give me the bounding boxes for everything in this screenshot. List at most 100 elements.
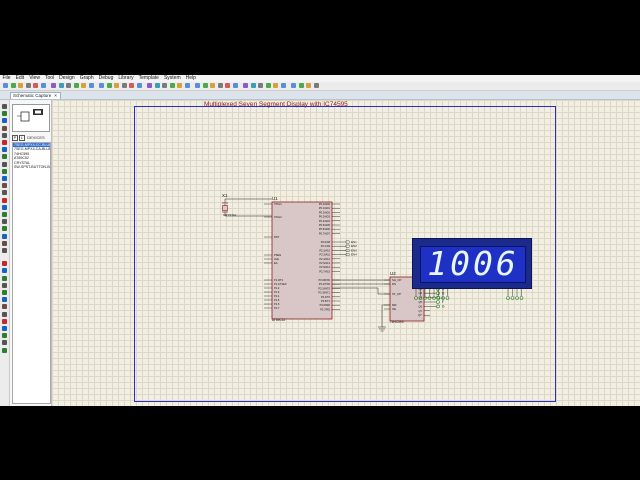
toolbar-button[interactable] xyxy=(280,83,286,88)
toolbar-button[interactable] xyxy=(291,83,296,88)
tool-button[interactable] xyxy=(2,248,7,253)
toolbar-button[interactable] xyxy=(225,83,230,88)
tool-button[interactable] xyxy=(2,132,7,138)
tab-close-icon[interactable]: × xyxy=(54,93,57,98)
tool-button[interactable] xyxy=(2,240,7,246)
device-list-item[interactable]: SW-SPST-BUTTON-BLUE xyxy=(14,165,50,170)
toolbar-button[interactable] xyxy=(273,83,278,88)
toolbar-button[interactable] xyxy=(10,83,16,88)
toolbar-button[interactable] xyxy=(106,83,112,88)
toolbar-button[interactable] xyxy=(99,83,104,88)
device-list-item[interactable]: 7SEG-MPX4-CA-BLUE xyxy=(14,147,50,152)
menu-item-debug[interactable]: Debug xyxy=(98,75,114,81)
toolbar-button[interactable] xyxy=(210,83,215,88)
seven-segment-display[interactable]: 1006 xyxy=(412,238,532,289)
toolbar-button[interactable] xyxy=(114,83,119,88)
schematic-canvas[interactable] xyxy=(52,100,640,406)
menu-item-graph[interactable]: Graph xyxy=(79,75,94,81)
tool-button[interactable] xyxy=(2,168,7,174)
toolbar-button[interactable] xyxy=(177,83,182,88)
tool-button[interactable] xyxy=(2,333,7,339)
toolbar-button[interactable] xyxy=(121,83,127,88)
pick-device-button[interactable]: P xyxy=(12,135,18,141)
tool-button[interactable] xyxy=(2,147,7,153)
mcu-u1[interactable]: U1 AT89C52 XTAL1XTAL2RSTPSENALEEAP1.0/T2… xyxy=(264,196,340,322)
menu-item-template[interactable]: Template xyxy=(138,75,159,81)
tool-button[interactable] xyxy=(2,340,7,346)
library-button[interactable]: L xyxy=(19,135,25,141)
tool-button[interactable] xyxy=(2,326,7,331)
toolbar-button[interactable] xyxy=(313,83,319,88)
device-list-item[interactable]: AT89C52 xyxy=(14,156,29,161)
toolbar-button[interactable] xyxy=(265,83,271,88)
toolbar-button[interactable] xyxy=(184,83,190,88)
menu-item-tool[interactable]: Tool xyxy=(44,75,55,81)
crystal-x1[interactable]: X1 CRYSTAL xyxy=(222,193,237,217)
menu-item-design[interactable]: Design xyxy=(59,75,75,81)
toolbar-button[interactable] xyxy=(250,83,256,88)
tool-button[interactable] xyxy=(2,111,7,117)
toolbar-button[interactable] xyxy=(73,83,79,88)
tool-button[interactable] xyxy=(2,197,7,203)
device-list-item[interactable]: 74HC595 xyxy=(14,151,30,156)
toolbar-button[interactable] xyxy=(202,83,208,88)
toolbar-button[interactable] xyxy=(3,83,8,88)
toolbar-button[interactable] xyxy=(136,83,142,88)
toolbar-button[interactable] xyxy=(298,83,304,88)
menu-item-library[interactable]: Library xyxy=(118,75,134,81)
tool-button[interactable] xyxy=(2,219,7,225)
tool-button[interactable] xyxy=(2,318,7,324)
tool-button[interactable] xyxy=(2,190,7,196)
device-list-item[interactable]: 7SEG-MPX4-CC-BLUE xyxy=(13,143,50,148)
tool-button[interactable] xyxy=(2,290,7,295)
tool-button[interactable] xyxy=(2,268,7,274)
toolbar-button[interactable] xyxy=(25,83,31,88)
tool-button[interactable] xyxy=(2,226,7,232)
tool-button[interactable] xyxy=(2,204,7,210)
menu-item-view[interactable]: View xyxy=(29,75,40,81)
tool-button[interactable] xyxy=(2,176,7,181)
toolbar-button[interactable] xyxy=(258,83,263,88)
device-list-item[interactable]: CRYSTAL xyxy=(14,160,31,165)
tool-button[interactable] xyxy=(2,154,7,160)
toolbar-button[interactable] xyxy=(195,83,200,88)
toolbar-button[interactable] xyxy=(162,83,167,88)
toolbar-button[interactable] xyxy=(232,83,238,88)
toolbar-button[interactable] xyxy=(40,83,46,88)
tool-button[interactable] xyxy=(2,275,7,281)
tool-button[interactable] xyxy=(2,304,7,310)
tool-button[interactable] xyxy=(2,261,7,267)
tool-button[interactable] xyxy=(2,233,7,239)
tool-button[interactable] xyxy=(2,125,7,131)
toolbar-button[interactable] xyxy=(51,83,56,88)
toolbar-button[interactable] xyxy=(147,83,152,88)
tool-button[interactable] xyxy=(2,311,7,317)
toolbar-button[interactable] xyxy=(81,83,86,88)
toolbar-button[interactable] xyxy=(129,83,134,88)
toolbar-button[interactable] xyxy=(33,83,38,88)
tool-button[interactable] xyxy=(2,212,7,217)
tool-button[interactable] xyxy=(2,118,7,124)
tool-button[interactable] xyxy=(2,183,7,189)
menu-item-edit[interactable]: Edit xyxy=(15,75,25,81)
toolbar-button[interactable] xyxy=(217,83,223,88)
tool-button[interactable] xyxy=(2,161,7,167)
toolbar-button[interactable] xyxy=(243,83,248,88)
tool-button[interactable] xyxy=(2,297,7,303)
tool-button[interactable] xyxy=(2,347,7,353)
toolbar-button[interactable] xyxy=(18,83,23,88)
tool-button[interactable] xyxy=(2,140,7,145)
tool-button[interactable] xyxy=(2,104,7,109)
tool-button[interactable] xyxy=(2,282,7,288)
toolbar-button[interactable] xyxy=(66,83,71,88)
menu-item-file[interactable]: File xyxy=(2,75,11,81)
menu-item-help[interactable]: Help xyxy=(185,75,196,81)
toolbar-button[interactable] xyxy=(88,83,94,88)
toolbar-button[interactable] xyxy=(154,83,160,88)
toolbar-button[interactable] xyxy=(58,83,64,88)
tab-schematic-capture[interactable]: Schematic Capture× xyxy=(10,92,61,99)
toolbar-button[interactable] xyxy=(306,83,311,88)
toolbar-button[interactable] xyxy=(169,83,175,88)
